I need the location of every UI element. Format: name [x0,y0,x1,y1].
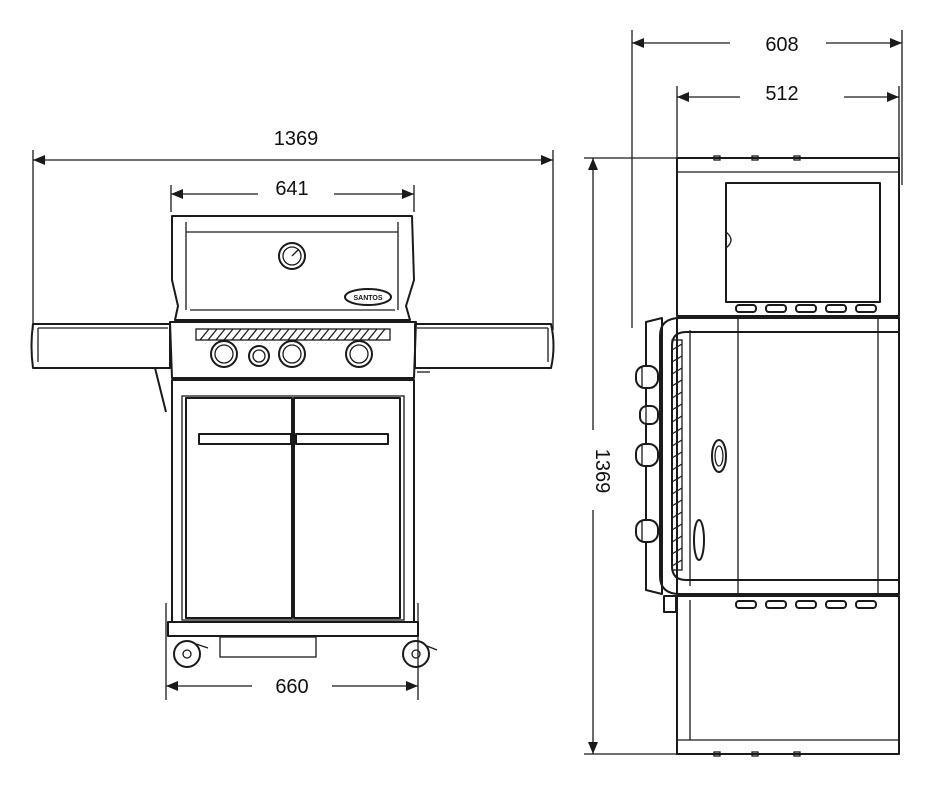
right-door [293,397,401,619]
side-view: 608 512 1369 [580,28,903,757]
thermometer-icon [278,242,306,270]
left-side-shelf [30,323,171,413]
cabinet-side [663,595,900,757]
brand-logo: SANTOS [344,288,392,306]
dim-overall-width: 1369 [32,124,554,330]
dim-height: 1369 [580,157,680,755]
knob-1 [210,340,238,368]
cart-cabinet [171,379,415,623]
left-door [185,397,293,619]
right-side-shelf [414,323,555,373]
right-door-handle [295,433,389,445]
side-shelf-top [676,155,900,317]
grill-body-side [635,317,900,595]
side-thermometer-icon [711,439,727,473]
side-knob-3 [635,443,659,467]
right-wheel [402,640,438,668]
dim-base-width: 660 [165,603,419,700]
label-hood-width: 641 [275,178,308,200]
control-panel [169,321,417,379]
shelf-slots-bottom [735,600,877,609]
dim-depth-body: 512 [676,80,900,160]
dim-hood-width: 641 [170,175,415,212]
knob-3 [278,340,306,368]
front-view: 1369 641 SAN [30,124,555,700]
side-knob-4 [635,519,659,543]
label-depth-total: 608 [765,34,798,56]
shelf-slots-top [735,304,877,313]
svg-text:SANTOS: SANTOS [353,295,382,302]
label-depth-body: 512 [765,83,798,105]
label-base-width: 660 [275,676,308,698]
vent-grille [195,328,391,341]
lid [171,215,415,321]
side-brand-logo [693,519,705,561]
side-knob-1 [635,365,659,389]
left-door-handle [198,433,292,445]
knob-4 [345,340,373,368]
label-height: 1369 [591,449,613,494]
vent-hatching [199,328,386,341]
left-wheel [173,640,209,668]
label-overall-width: 1369 [274,128,319,150]
dim-depth-total: 608 [631,28,903,328]
cart-base [167,621,438,668]
side-knob-2 [639,405,659,425]
knob-2 [248,345,270,367]
